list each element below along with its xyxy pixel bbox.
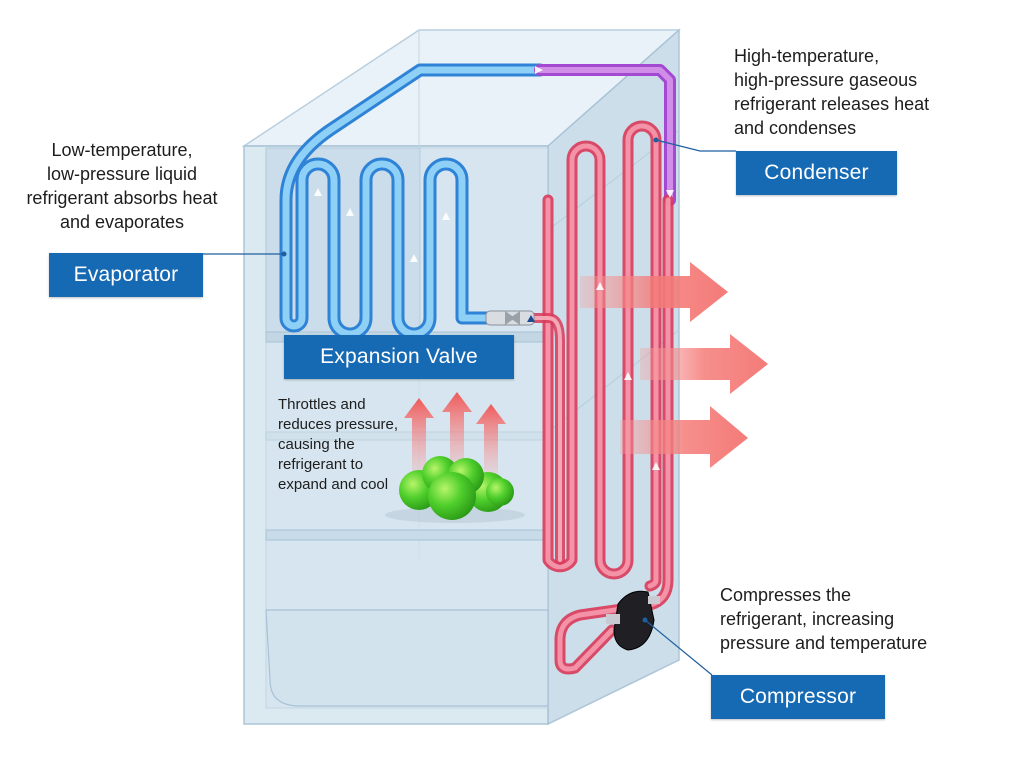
flow-arrow-icon — [666, 190, 674, 198]
condenser-note-line: high-pressure gaseous — [734, 70, 918, 90]
flow-arrow-icon — [442, 212, 450, 220]
flow-arrow-icon — [346, 208, 354, 216]
expansion-valve-label: Expansion Valve — [284, 335, 514, 379]
evaporator-note-line: refrigerant absorbs heat — [26, 188, 218, 208]
flow-arrow-icon — [314, 188, 322, 196]
condenser-note-line: and condenses — [734, 118, 857, 138]
evaporator-coil — [279, 63, 547, 341]
heat-release-arrow-icon — [580, 262, 728, 322]
cold-air-arrow-icon — [442, 392, 472, 478]
heat-release-arrows — [580, 262, 768, 468]
expansion-valve-note-line: reduces pressure, — [278, 416, 399, 433]
compressor-note: Compresses the refrigerant, increasing p… — [720, 583, 980, 655]
leader-lines — [203, 139, 736, 676]
evaporator-note-line: Low-temperature, — [51, 140, 193, 160]
expansion-valve-body — [485, 310, 535, 326]
compressor-label: Compressor — [711, 675, 885, 719]
evaporator-note: Low-temperature, low-pressure liquid ref… — [14, 138, 230, 234]
flow-arrow-icon — [624, 372, 632, 380]
expansion-valve-note-line: expand and cool — [278, 476, 389, 493]
flow-arrow-icon — [652, 462, 660, 470]
cold-air-arrows — [404, 392, 506, 480]
condenser-note-line: High-temperature, — [734, 46, 880, 66]
expansion-valve-note-line: refrigerant to — [278, 456, 364, 473]
flow-arrow-icon — [535, 66, 543, 74]
compressor-unit-icon — [606, 590, 660, 651]
cold-air-arrow-icon — [476, 404, 506, 480]
compressor-note-line: pressure and temperature — [720, 633, 928, 653]
flow-arrow-icon — [410, 254, 418, 262]
compressor-note-line: Compresses the — [720, 585, 852, 605]
evaporator-label: Evaporator — [49, 253, 203, 297]
green-apple-icon — [486, 478, 514, 506]
flow-arrow-icon — [596, 282, 604, 290]
expansion-valve-note-line: Throttles and — [278, 396, 366, 413]
heat-release-arrow-icon — [640, 334, 768, 394]
green-apple-icon — [428, 472, 476, 520]
heat-release-arrow-icon — [620, 406, 748, 468]
evaporator-note-line: low-pressure liquid — [46, 164, 198, 184]
expansion-valve-note: Throttles and reduces pressure, causing … — [278, 395, 418, 495]
condenser-note: High-temperature, high-pressure gaseous … — [734, 44, 974, 140]
flow-arrows — [314, 66, 674, 470]
evaporator-note-line: and evaporates — [59, 212, 185, 232]
flow-arrow-icon — [527, 315, 535, 322]
compressor-note-line: refrigerant, increasing — [720, 609, 895, 629]
condenser-label: Condenser — [736, 151, 897, 195]
top-transfer-pipe — [534, 64, 676, 206]
produce-apples — [385, 456, 525, 523]
condenser-note-line: refrigerant releases heat — [734, 94, 930, 114]
expansion-valve-note-line: causing the — [278, 436, 355, 453]
condenser-coil — [525, 120, 674, 675]
cold-air-arrow-icon — [404, 398, 434, 480]
